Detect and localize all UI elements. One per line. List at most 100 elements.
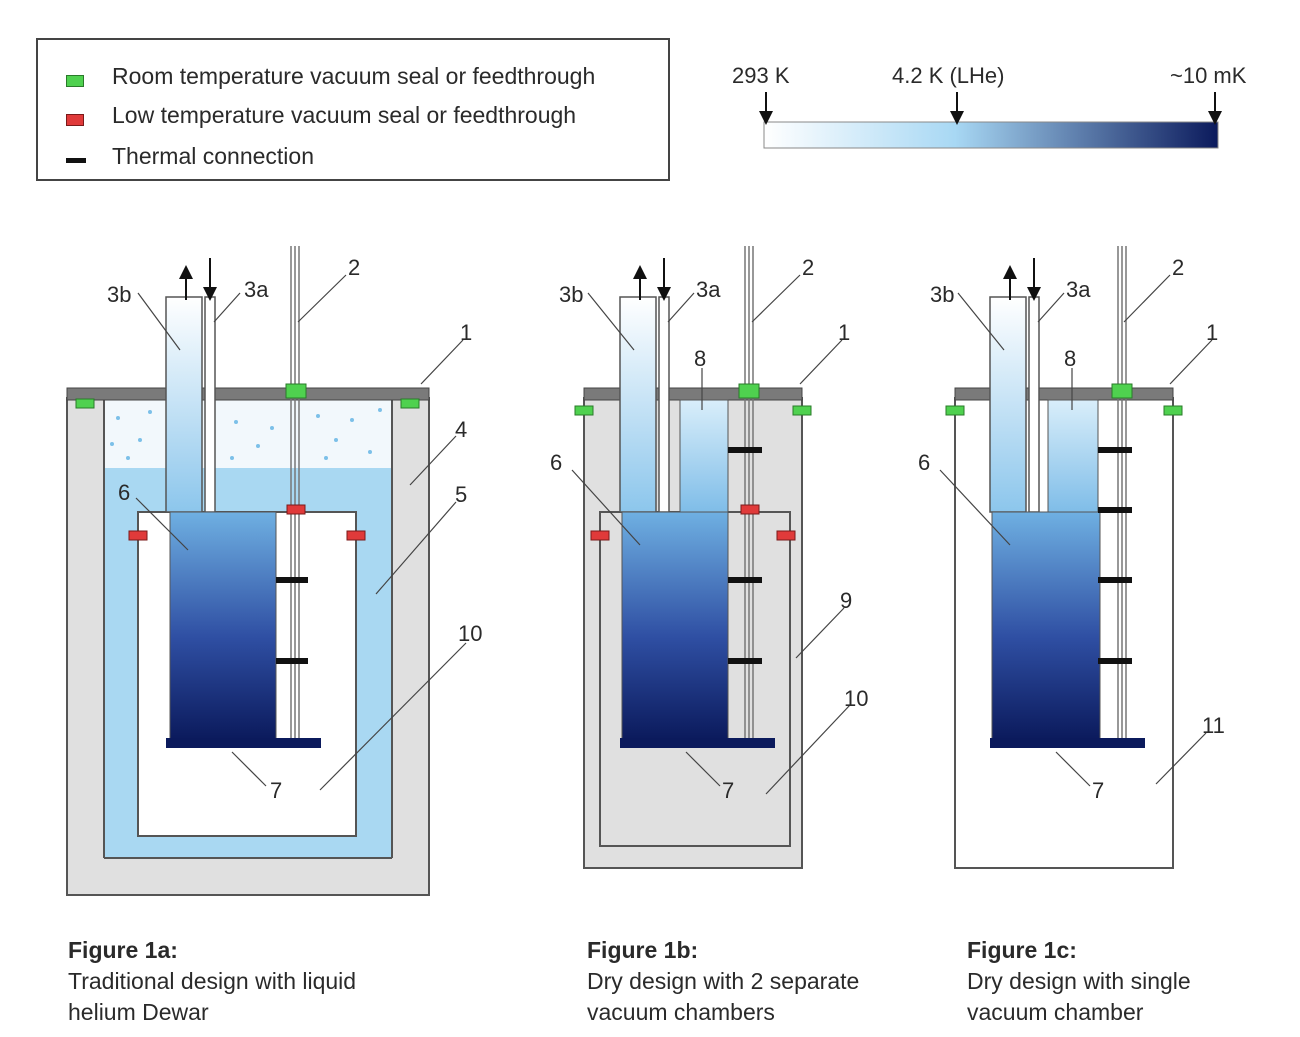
caption-title: Figure 1b: — [587, 937, 699, 963]
wiring-2 — [744, 246, 754, 740]
label-3a: 3a — [696, 277, 721, 302]
label-7: 7 — [722, 778, 734, 803]
label-8: 8 — [694, 346, 706, 371]
label-7: 7 — [270, 778, 282, 803]
low-temp-feedthrough — [286, 504, 306, 515]
label-2: 2 — [802, 255, 814, 280]
cold-plate-7 — [990, 738, 1145, 748]
still-8 — [679, 399, 729, 513]
legend-label: Room temperature vacuum seal or feedthro… — [112, 63, 596, 89]
label-10: 10 — [458, 621, 482, 646]
cold-plate-7 — [166, 738, 321, 748]
label-2: 2 — [348, 255, 360, 280]
caption-line: Dry design with single — [967, 968, 1191, 994]
top-flange — [583, 387, 803, 401]
dilution-unit-6 — [621, 511, 729, 741]
thermal-connection — [728, 577, 762, 583]
legend-item-thermal-connection: Thermal connection — [66, 143, 314, 173]
label-3a: 3a — [244, 277, 269, 302]
room-temp-seal — [1163, 405, 1183, 416]
label-1: 1 — [1206, 320, 1218, 345]
caption-line: vacuum chambers — [587, 999, 775, 1025]
pumping-line-3b — [989, 296, 1027, 513]
temperature-scale — [759, 92, 1222, 149]
thermal-connection — [728, 447, 762, 453]
label-3b: 3b — [930, 282, 954, 307]
green-seal-swatch — [66, 74, 84, 87]
thermal-connection — [1098, 447, 1132, 453]
fill-line-3a — [204, 296, 216, 513]
leader-lines — [135, 274, 467, 791]
figure-1c-diagram: 3b 3a 2 1 8 6 11 7 — [918, 246, 1225, 869]
label-1: 1 — [460, 320, 472, 345]
label-10: 10 — [844, 686, 868, 711]
label-11: 11 — [1202, 713, 1225, 738]
caption-title: Figure 1c: — [967, 937, 1077, 963]
room-temp-feedthrough — [738, 383, 760, 399]
caption-title: Figure 1a: — [68, 937, 178, 963]
label-1: 1 — [838, 320, 850, 345]
thermal-connection — [276, 577, 308, 583]
caption-figure-1b: Figure 1b: Dry design with 2 separate va… — [587, 935, 859, 1028]
label-2: 2 — [1172, 255, 1184, 280]
legend-label: Thermal connection — [112, 143, 314, 169]
low-temp-seal — [346, 530, 366, 541]
caption-line: helium Dewar — [68, 999, 209, 1025]
figure-1a-diagram: 3b 3a 2 1 4 5 6 10 7 — [66, 246, 482, 896]
wiring-2 — [1117, 246, 1127, 740]
room-temp-seal — [792, 405, 812, 416]
low-temp-feedthrough — [740, 504, 760, 515]
vapour-dots — [110, 408, 382, 460]
top-flange — [954, 387, 1174, 401]
label-8: 8 — [1064, 346, 1076, 371]
caption-line: vacuum chamber — [967, 999, 1144, 1025]
scale-label-mk: ~10 mK — [1170, 63, 1247, 88]
thermal-connection — [1098, 658, 1132, 664]
room-temp-seal — [400, 398, 420, 409]
label-6: 6 — [918, 450, 930, 475]
label-6: 6 — [550, 450, 562, 475]
thermal-connection — [276, 658, 308, 664]
caption-line: Dry design with 2 separate — [587, 968, 860, 994]
pumping-line-3b — [619, 296, 657, 513]
dilution-unit-6 — [169, 511, 277, 741]
label-9: 9 — [840, 588, 852, 613]
legend-item-low-temp-seal: Low temperature vacuum seal or feedthrou… — [66, 102, 576, 132]
leader-lines — [571, 274, 851, 795]
low-temp-seal — [776, 530, 796, 541]
label-7: 7 — [1092, 778, 1104, 803]
figure-1b-diagram: 3b 3a 2 1 8 6 9 10 7 — [550, 246, 868, 869]
label-3b: 3b — [107, 282, 131, 307]
top-flange — [66, 387, 430, 401]
still-8 — [1047, 399, 1099, 513]
cold-plate-7 — [620, 738, 775, 748]
thermal-connection — [1098, 577, 1132, 583]
fill-line-3a — [1028, 296, 1040, 513]
thermal-connection — [1098, 507, 1132, 513]
temperature-gradient-bar — [763, 121, 1219, 149]
label-3a: 3a — [1066, 277, 1091, 302]
scale-label-lhe: 4.2 K (LHe) — [892, 63, 1005, 88]
caption-figure-1a: Figure 1a: Traditional design with liqui… — [68, 935, 356, 1028]
fill-line-3a — [658, 296, 670, 513]
label-5: 5 — [455, 482, 467, 507]
helium-vapour — [104, 398, 392, 468]
caption-line: Traditional design with liquid — [68, 968, 357, 994]
legend-box: Room temperature vacuum seal or feedthro… — [36, 38, 670, 181]
caption-figure-1c: Figure 1c: Dry design with single vacuum… — [967, 935, 1191, 1028]
room-temp-seal — [574, 405, 594, 416]
room-temp-seal — [75, 398, 95, 409]
room-temp-feedthrough — [285, 383, 307, 399]
room-temp-seal — [945, 405, 965, 416]
scale-label-room: 293 K — [732, 63, 790, 88]
dilution-unit-6 — [991, 511, 1101, 741]
label-3b: 3b — [559, 282, 583, 307]
red-seal-swatch — [66, 113, 84, 126]
wiring-2 — [290, 246, 300, 740]
low-temp-seal — [128, 530, 148, 541]
thermal-connection-swatch — [66, 158, 86, 164]
legend-item-room-temp-seal: Room temperature vacuum seal or feedthro… — [66, 63, 595, 93]
thermal-connection — [728, 658, 762, 664]
label-6: 6 — [118, 480, 130, 505]
